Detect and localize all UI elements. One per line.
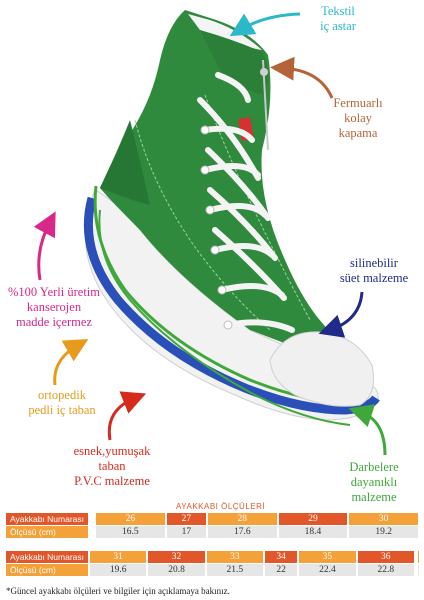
size-cell: 35 [299, 551, 356, 563]
laces [197, 72, 295, 333]
size-cell: 31 [90, 551, 147, 563]
size-label: Ayakkabı Numarası [6, 513, 88, 525]
callout-lining-line2: iç astar [320, 19, 356, 33]
length-cell: 22.8 [357, 564, 414, 576]
size-row: Ayakkabı Numarası 31 32 33 34 35 36 [6, 551, 418, 563]
shoe-upper [100, 10, 360, 372]
size-table-2: Ayakkabı Numarası 31 32 33 34 35 36 Ölçü… [4, 550, 420, 577]
length-row: Ölçüsü (cm) 16.5 17 17.6 18.4 19.2 [6, 526, 418, 538]
callout-sole: esnek,yumuşak taban P.V.C malzeme [62, 444, 162, 489]
size-label: Ayakkabı Numarası [6, 551, 88, 563]
arrow-zipper [270, 56, 334, 99]
callout-zipper-line3: kapama [338, 126, 378, 140]
size-cell: 36 [357, 551, 414, 563]
callout-sole-line3: P.V.C malzeme [74, 474, 150, 488]
callout-local-line3: madde içermez [16, 315, 92, 329]
size-cell: 30 [349, 513, 418, 525]
footnote: *Güncel ayakkabı ölçüleri ve bilgiler iç… [6, 586, 230, 596]
length-label: Ölçüsü (cm) [6, 526, 88, 538]
size-cell: 29 [278, 513, 348, 525]
callout-sole-line1: esnek,yumuşak [73, 444, 151, 458]
size-cell: 32 [148, 551, 205, 563]
length-cell: 22.4 [299, 564, 356, 576]
length-cell: 21.5 [206, 564, 264, 576]
length-row: Ölçüsü (cm) 19.6 20.8 21.5 22 22.4 22.8 [6, 564, 418, 576]
callout-zipper: Fermuarlı kolay kapama [318, 96, 398, 141]
length-cell: 19.6 [90, 564, 147, 576]
eyelets [200, 125, 233, 330]
callout-local-line2: kanserojen [26, 300, 82, 314]
length-cell: 17.6 [207, 526, 277, 538]
arrow-durable [348, 404, 387, 456]
size-cell: 34 [265, 551, 298, 563]
tongue [200, 30, 268, 95]
length-cell: 20.8 [148, 564, 205, 576]
arrow-sole [107, 391, 147, 441]
callout-local-line1: %100 Yerli üretim [7, 285, 100, 299]
callout-zipper-line1: Fermuarlı [333, 96, 383, 110]
arrow-insole [53, 338, 89, 386]
callout-suede: silinebilir süet malzeme [326, 256, 422, 286]
length-cell: 22 [265, 564, 298, 576]
size-cell: 28 [207, 513, 277, 525]
length-cell: 19.2 [349, 526, 418, 538]
size-table-title: AYAKKABI ÖLÇÜLERİ [176, 502, 266, 511]
length-label: Ölçüsü (cm) [6, 564, 88, 576]
callout-insole-line1: ortopedik [38, 388, 86, 402]
callout-lining: Tekstil iç astar [300, 4, 376, 34]
callout-insole-line2: pedli iç taban [28, 403, 96, 417]
callout-insole: ortopedik pedli iç taban [14, 388, 110, 418]
arrow-local [33, 211, 56, 281]
callout-lining-line1: Tekstil [321, 4, 355, 18]
callout-sole-line2: taban [98, 459, 126, 473]
toe-cap [269, 331, 374, 407]
callout-suede-line1: silinebilir [350, 256, 398, 270]
size-cell: 26 [96, 513, 165, 525]
collar-lining [188, 14, 262, 50]
callout-local: %100 Yerli üretim kanserojen madde içerm… [2, 285, 106, 330]
callout-zipper-line2: kolay [344, 111, 372, 125]
length-cell: 16.5 [96, 526, 165, 538]
callout-durable-line1: Darbelere dayanıklı [349, 460, 399, 489]
size-cell: 33 [206, 551, 264, 563]
zipper-pull [260, 68, 268, 76]
length-cell: 17 [166, 526, 206, 538]
callout-durable: Darbelere dayanıklı malzeme [326, 460, 422, 505]
size-table-1: Ayakkabı Numarası 26 27 28 29 30 Ölçüsü … [4, 512, 420, 539]
length-cell: 18.4 [278, 526, 348, 538]
arrow-lining [229, 12, 301, 37]
size-row: Ayakkabı Numarası 26 27 28 29 30 [6, 513, 418, 525]
callout-suede-line2: süet malzeme [339, 271, 409, 285]
size-cell: 27 [166, 513, 206, 525]
arrow-suede [318, 291, 364, 338]
callout-durable-line2: malzeme [351, 490, 397, 504]
